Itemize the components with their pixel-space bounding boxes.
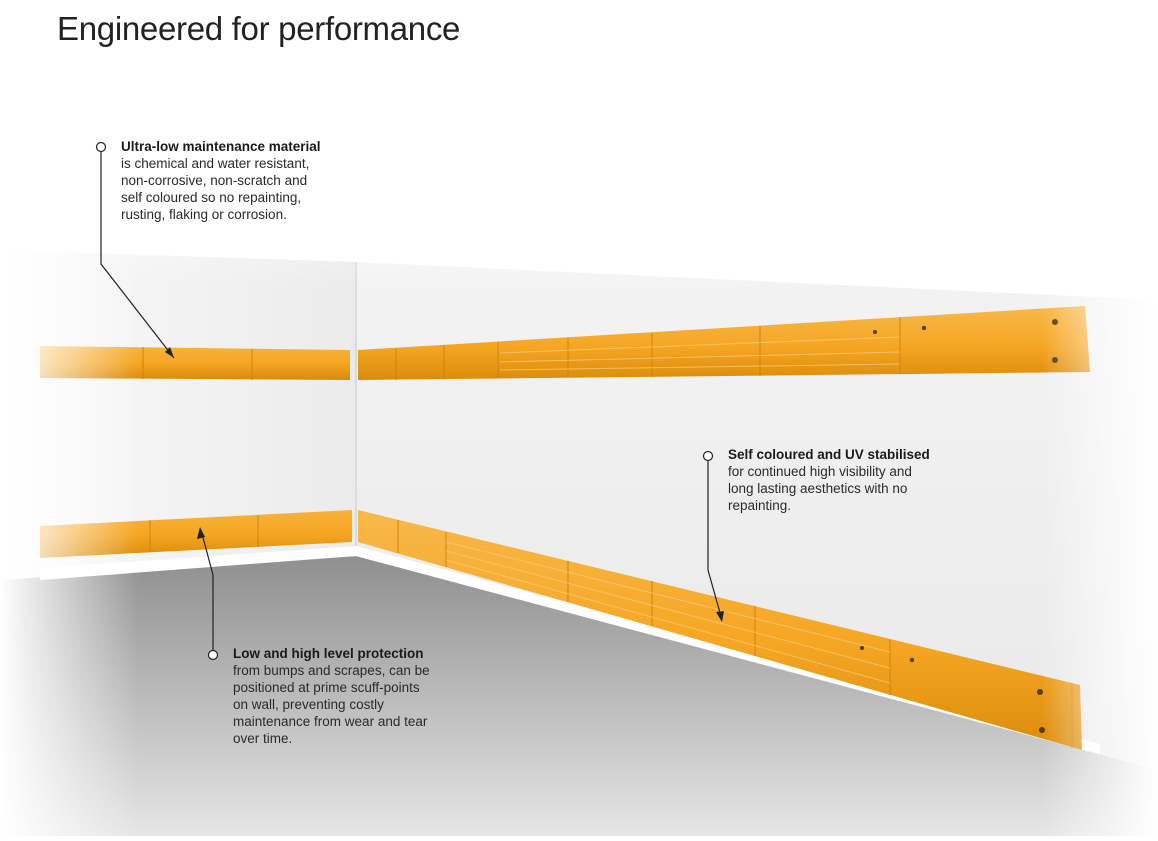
callout-levels: Low and high level protection from bumps… — [233, 645, 473, 747]
page-title: Engineered for performance — [57, 10, 461, 47]
callout-uv: Self coloured and UV stabilised for cont… — [728, 446, 968, 514]
callout-material: Ultra-low maintenance material is chemic… — [121, 138, 361, 223]
callout-material-heading: Ultra-low maintenance material — [121, 139, 321, 154]
callout-uv-body: for continued high visibility and long l… — [728, 464, 912, 513]
leader-levels — [197, 527, 219, 661]
callout-uv-heading: Self coloured and UV stabilised — [728, 447, 930, 462]
leader-levels-dot — [207, 649, 219, 661]
callout-material-body: is chemical and water resistant, non-cor… — [121, 156, 310, 222]
leader-uv-dot — [702, 450, 714, 462]
leader-material-dot — [95, 141, 107, 153]
callout-levels-body: from bumps and scrapes, can be positione… — [233, 663, 430, 746]
callout-levels-heading: Low and high level protection — [233, 646, 424, 661]
fade-top — [0, 200, 1158, 320]
leader-material — [95, 141, 175, 359]
leader-uv — [702, 450, 724, 622]
